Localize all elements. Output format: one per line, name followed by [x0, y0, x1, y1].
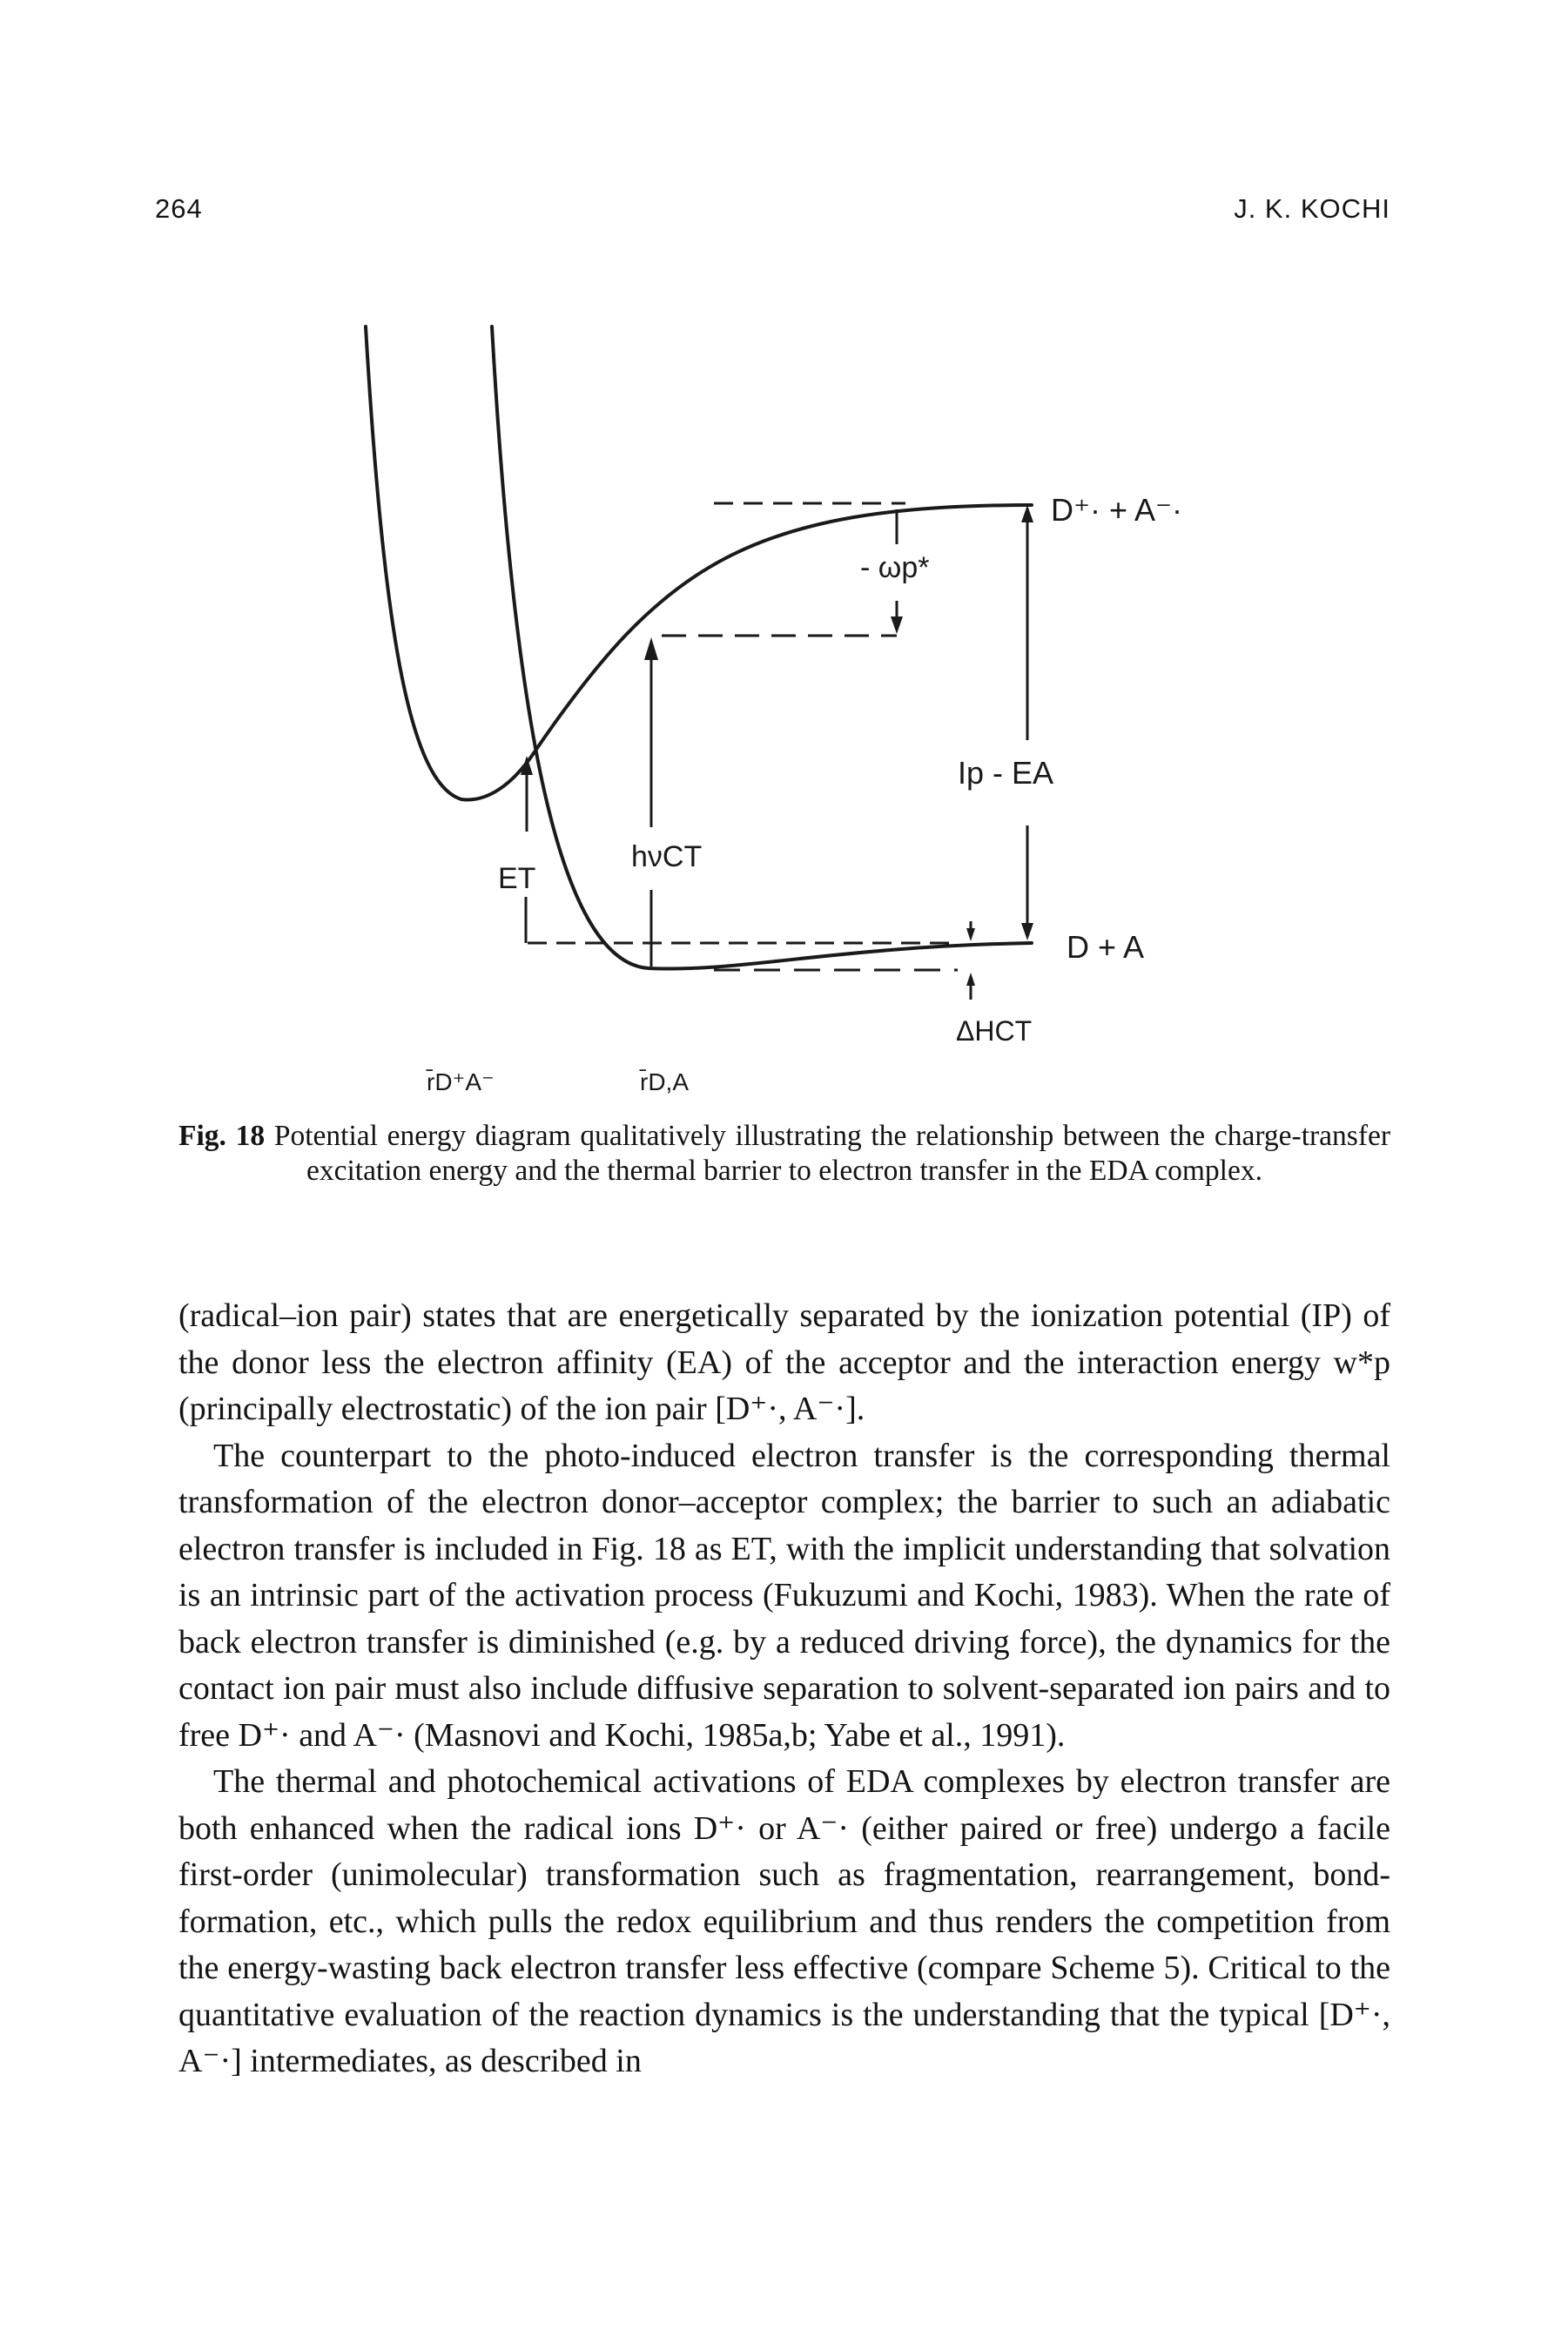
ip-ea-arrowhead-top: [1021, 505, 1033, 522]
potential-energy-diagram: D⁺· + A⁻· D + A - ωp* Ip - EA hνCT ET ΔH…: [0, 0, 1568, 1106]
label-ip-minus-ea: Ip - EA: [958, 755, 1053, 791]
label-r-neutral: r̄D,A: [639, 1068, 689, 1095]
label-work-term: - ωp*: [860, 551, 929, 584]
paragraph-2: The counterpart to the photo-induced ele…: [178, 1437, 1390, 1754]
dhct-arrowhead-up: [966, 973, 975, 986]
hv-ct-arrowhead: [644, 637, 658, 660]
label-hv-ct: hνCT: [631, 840, 702, 873]
label-neutral-state: D + A: [1067, 929, 1144, 965]
running-head: 264 J. K. KOCHI: [0, 193, 1568, 237]
ion-pair-state-curve: [364, 325, 1033, 802]
work-term-arrowhead: [891, 616, 903, 634]
label-e-t: ET: [498, 862, 535, 895]
figure-caption: Fig. 18 Potential energy diagram qualita…: [178, 1119, 1390, 1189]
dhct-arrowhead-down: [966, 928, 975, 941]
running-head-author: J. K. KOCHI: [1234, 193, 1390, 224]
figure-caption-text: Potential energy diagram qualitatively i…: [273, 1120, 1391, 1187]
ground-state-curve: [490, 325, 1033, 971]
ip-ea-arrowhead-bottom: [1021, 923, 1033, 940]
page-number: 264: [155, 193, 203, 224]
diagram-canvas: D⁺· + A⁻· D + A - ωp* Ip - EA hνCT ET ΔH…: [364, 325, 1182, 1095]
label-ion-pair-state: D⁺· + A⁻·: [1051, 492, 1182, 528]
paragraph-1: (radical–ion pair) states that are energ…: [178, 1297, 1390, 1427]
paragraph-3: The thermal and photochemical activation…: [178, 1763, 1390, 2079]
figure-caption-label: Fig. 18: [178, 1120, 266, 1152]
body-text: (radical–ion pair) states that are energ…: [178, 1293, 1390, 2085]
label-delta-h-ct: ΔHCT: [956, 1015, 1032, 1047]
label-r-ion-pair: r̄D⁺A⁻: [426, 1068, 495, 1095]
et-arrowhead: [521, 756, 533, 775]
